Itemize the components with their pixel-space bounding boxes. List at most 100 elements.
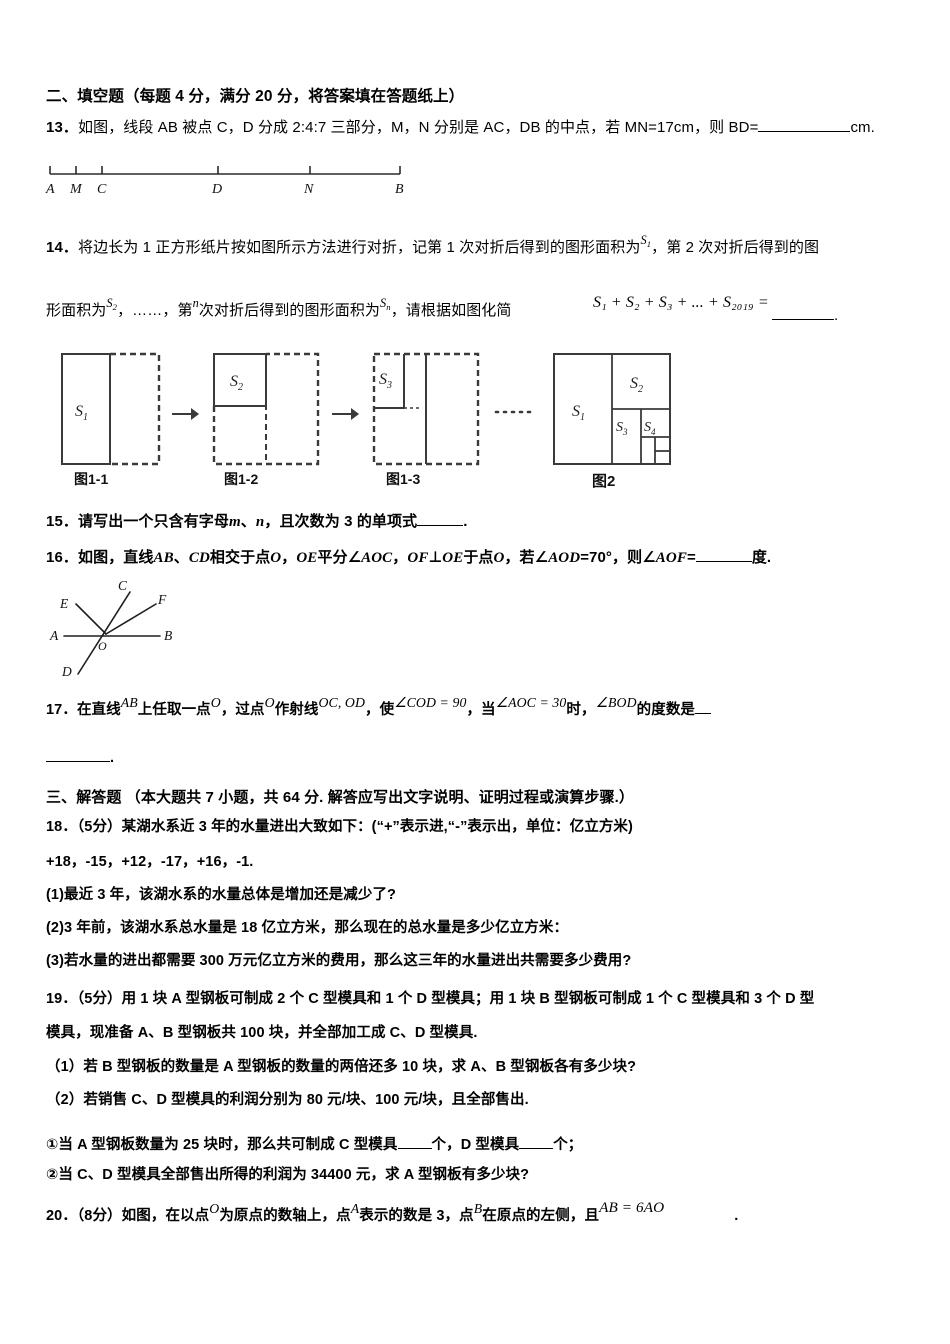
question-15: 15．请写出一个只含有字母m、n，且次数为 3 的单项式. [46, 512, 468, 531]
question-19-line-2: 模具，现准备 A、B 型钢板共 100 块，并全部加工成 C、D 型模具. [46, 1025, 478, 1041]
question-14-period: . [834, 307, 839, 324]
question-17-t1: 在直线 [76, 702, 121, 718]
question-16-t9: =70°，则∠ [580, 549, 656, 566]
question-16-var-aof: AOF [655, 550, 687, 566]
question-16-t3: ， [281, 549, 297, 566]
segment-label-B: B [395, 182, 404, 197]
question-15-var-n: n [255, 514, 265, 530]
question-16-var-of: OF [407, 550, 429, 566]
segment-label-M: M [69, 182, 83, 197]
question-17: 17．在直线AB上任取一点O，过点O作射线OC, OD，使∠COD = 90，当… [46, 695, 712, 719]
angle-label-B: B [164, 628, 172, 643]
segment-number-line-figure: A M C D N B [45, 156, 406, 198]
question-17-t7: 时， [566, 702, 596, 718]
question-16-var-oe: OE [296, 550, 318, 566]
question-16-number: 16． [46, 549, 78, 566]
question-16-t8: ，若∠ [504, 549, 549, 566]
question-19-sub-1-blank-d[interactable] [519, 1135, 554, 1149]
question-14-symbol-s2: S2 [106, 296, 118, 312]
question-18-part-3: (3)若水量的进出都需要 300 万元亿立方米的费用，那么这三年的水量进出共需要… [46, 953, 632, 969]
question-17-number: 17． [46, 702, 77, 718]
question-13-number: 13． [46, 119, 78, 136]
question-14-text-e: 次对折后得到的图形面积为 [198, 302, 381, 319]
fig-1-3: S3 [372, 352, 480, 466]
angle-label-C: C [118, 578, 128, 593]
question-14-expression: S₁ + S₂ + S₃ + ... + S₂₀₁₉ = [593, 294, 769, 311]
question-16-var-o: O [270, 550, 282, 566]
question-20-number: 20． [46, 1208, 77, 1224]
question-17-t6: ，当 [466, 702, 496, 718]
question-16-blank[interactable] [695, 548, 752, 562]
question-16-t5: ， [392, 549, 408, 566]
segment-label-A: A [45, 182, 55, 197]
question-20-m3: B [473, 1201, 483, 1217]
question-20-t3: 表示的数是 3，点 [359, 1208, 474, 1224]
question-19-sub-2-a: 当 C、D 型模具全部售出所得的利润为 34400 元，求 A 型钢板有多少块? [58, 1167, 530, 1183]
question-16: 16．如图，直线AB、CD相交于点O，OE平分∠AOC，OF⊥OE于点O，若∠A… [46, 548, 771, 567]
question-17-t4: 作射线 [274, 702, 319, 718]
question-16-t7: 于点 [463, 549, 494, 566]
section-fill-in-heading: 二、填空题（每题 4 分，满分 20 分，将答案填在答题纸上） [46, 88, 465, 105]
question-20-t2: 为原点的数轴上，点 [219, 1208, 351, 1224]
question-13-text: 如图，线段 AB 被点 C，D 分成 2:4:7 三部分，M，N 分别是 AC，… [78, 119, 759, 136]
question-16-t2: 相交于点 [209, 549, 271, 566]
question-17-t9: . [110, 750, 115, 766]
question-17-t2: 上任取一点 [137, 702, 211, 718]
question-14-symbol-sn: Sn [380, 296, 391, 312]
question-16-var-o2: O [493, 550, 505, 566]
fig-caption-1-3: 图1-3 [386, 471, 420, 487]
question-19-line-1: 19．（5分）用 1 块 A 型钢板可制成 2 个 C 型模具和 1 个 D 型… [46, 991, 814, 1008]
question-15-text-b: ，且次数为 3 的单项式 [264, 513, 418, 530]
question-17-t8: 的度数是 [636, 702, 696, 718]
question-20-t5: . [734, 1208, 739, 1224]
question-19-sub-2-marker: ② [46, 1167, 59, 1183]
question-20-t4: 在原点的左侧，且 [482, 1208, 600, 1224]
question-15-blank[interactable] [417, 512, 464, 526]
question-14-symbol-n: n [192, 296, 199, 311]
question-18-stem: （5分）某湖水系近 3 年的水量进出大致如下：(“+”表示进,“-”表示出，单位… [76, 819, 633, 835]
question-17-m5: ∠COD = 90 [394, 695, 467, 711]
question-19-sub-1-marker: ① [46, 1137, 59, 1153]
question-14-symbol-s1: S1 [640, 233, 652, 249]
question-18-data: +18，-15，+12，-17，+16，-1. [46, 854, 254, 870]
question-20-m2: A [350, 1201, 360, 1217]
question-14-blank[interactable] [772, 306, 834, 320]
question-17-m1: AB [120, 695, 138, 711]
question-13-blank[interactable] [758, 118, 851, 132]
question-14-text-a: 将边长为 1 正方形纸片按如图所示方法进行对折，记第 1 次对折后得到的图形面积… [78, 239, 641, 256]
question-17-t3: ，过点 [220, 702, 265, 718]
question-16-t4: 平分∠ [317, 549, 362, 566]
paper-folding-figure: S1 图1-1 S2 图1-2 [46, 346, 696, 494]
angle-label-A: A [49, 628, 59, 643]
question-16-t6: ⊥ [428, 549, 443, 566]
question-13-unit: cm. [850, 119, 875, 136]
question-16-t-a: 如图，直线 [78, 549, 154, 566]
question-19-number: 19． [46, 991, 77, 1007]
question-14-line-1: 14．将边长为 1 正方形纸片按如图所示方法进行对折，记第 1 次对折后得到的图… [46, 234, 820, 257]
question-15-text-c: . [463, 513, 468, 530]
question-19-sub-1-c: 个； [553, 1137, 583, 1153]
question-19-sub-1-blank-c[interactable] [397, 1135, 432, 1149]
arrow-2 [332, 408, 359, 420]
question-20-t1: （8分）如图，在以点 [76, 1208, 210, 1224]
question-20-m4: AB = 6AO [599, 1199, 665, 1217]
question-19-sub-1-b: 个，D 型模具 [431, 1137, 520, 1153]
question-20-m1: O [209, 1201, 220, 1217]
question-15-sep: 、 [240, 513, 256, 530]
question-14-text-c: 形面积为 [46, 302, 107, 319]
question-18: 18．（5分）某湖水系近 3 年的水量进出大致如下：(“+”表示进,“-”表示出… [46, 819, 633, 836]
arrow-1 [172, 408, 199, 420]
question-14-text-b: ，第 2 次对折后得到的图 [651, 239, 820, 256]
question-17-m2: O [210, 695, 221, 711]
question-18-number: 18． [46, 819, 77, 835]
question-16-t10: = [686, 549, 696, 566]
question-17-blank[interactable] [46, 748, 110, 762]
question-16-var-ab: AB [153, 550, 174, 566]
question-16-t11: 度. [751, 549, 772, 566]
question-16-var-aod: AOD [548, 550, 581, 566]
fig-caption-1-1: 图1-1 [74, 471, 108, 487]
question-20: 20．（8分）如图，在以点O为原点的数轴上，点A表示的数是 3，点B在原点的左侧… [46, 1200, 739, 1225]
question-17-blank-inline[interactable] [695, 700, 712, 714]
fig-1-2: S2 [212, 352, 320, 466]
